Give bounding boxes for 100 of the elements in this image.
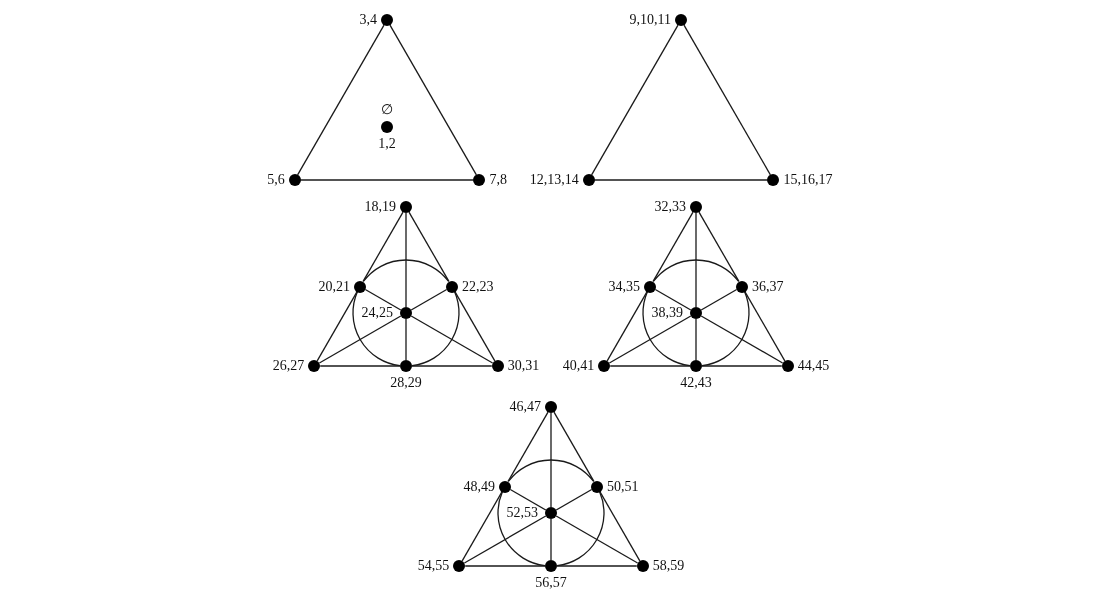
point-label: 50,51: [606, 479, 639, 494]
line-segment: [296, 24, 385, 176]
circle-arc: [411, 291, 460, 367]
point-label: 54,55: [417, 559, 450, 573]
dot-icon: [308, 360, 321, 372]
circle-arc: [556, 491, 605, 567]
line-segment: [553, 411, 595, 482]
dot-icon: [767, 174, 780, 186]
dot-icon: [400, 307, 412, 319]
circle-arc: [701, 291, 750, 367]
dot-icon: [690, 201, 702, 213]
point-label: 15,16,17: [783, 173, 833, 187]
circle-arc: [352, 291, 401, 367]
point-label: 1,2: [378, 137, 396, 151]
dot-icon: [545, 401, 557, 413]
line-segment: [463, 515, 547, 564]
point-label: 24,25: [361, 306, 393, 320]
point-label: ∅: [381, 103, 393, 117]
point-label: 9,10,11: [629, 13, 671, 27]
circle-arc: [497, 491, 546, 567]
point-label: 28,29: [390, 376, 422, 390]
line-segment: [701, 365, 783, 367]
line-segment: [608, 315, 692, 364]
line-segment: [364, 288, 402, 311]
line-segment: [318, 315, 402, 364]
line-segment: [405, 318, 407, 361]
point-label: 58,59: [652, 559, 685, 573]
line-segment: [700, 315, 784, 364]
line-segment: [550, 518, 552, 561]
point-label: 34,35: [608, 279, 641, 294]
line-segment: [408, 211, 450, 282]
line-segment: [555, 515, 639, 564]
dot-icon: [381, 14, 393, 26]
dot-icon: [381, 121, 393, 133]
point-label: 38,39: [651, 306, 683, 320]
circle-arc: [642, 291, 691, 367]
line-segment: [319, 365, 401, 367]
line-segment: [695, 212, 697, 308]
line-segment: [556, 565, 638, 567]
dot-icon: [735, 280, 748, 293]
dot-icon: [690, 360, 702, 372]
line-segment: [464, 565, 546, 567]
dot-icon: [675, 14, 687, 26]
dot-icon: [545, 560, 557, 572]
point-label: 20,21: [318, 279, 351, 294]
dot-icon: [491, 360, 504, 372]
point-label: 3,4: [359, 13, 377, 27]
point-label: 7,8: [489, 173, 507, 187]
point-label: 40,41: [562, 359, 595, 373]
circle-arc: [652, 259, 740, 283]
point-label: 52,53: [506, 506, 538, 520]
line-segment: [744, 291, 786, 362]
line-segment: [299, 179, 475, 181]
circle-arc: [507, 459, 595, 483]
line-segment: [609, 365, 691, 367]
line-segment: [590, 24, 679, 176]
line-segment: [555, 488, 593, 511]
point-label: 48,49: [463, 479, 496, 494]
line-segment: [316, 291, 358, 362]
dot-icon: [781, 360, 794, 372]
line-segment: [593, 179, 769, 181]
line-segment: [461, 491, 503, 562]
dot-icon: [400, 360, 412, 372]
line-segment: [695, 318, 697, 361]
line-segment: [410, 315, 494, 364]
point-label: 36,37: [751, 279, 784, 294]
line-segment: [410, 288, 448, 311]
line-segment: [683, 24, 772, 176]
line-segment: [654, 288, 692, 311]
line-segment: [700, 288, 738, 311]
dot-icon: [499, 480, 512, 493]
dot-icon: [598, 360, 611, 372]
dot-icon: [453, 560, 466, 572]
line-segment: [652, 211, 694, 282]
dot-icon: [445, 280, 458, 293]
point-label: 56,57: [535, 576, 567, 590]
dot-icon: [690, 307, 702, 319]
point-label: 5,6: [267, 173, 285, 187]
dot-icon: [636, 560, 649, 572]
line-segment: [389, 24, 478, 176]
dot-icon: [288, 174, 301, 186]
line-segment: [454, 291, 496, 362]
line-segment: [550, 412, 552, 508]
line-segment: [405, 212, 407, 308]
point-label: 46,47: [509, 400, 541, 414]
line-segment: [599, 491, 641, 562]
dot-icon: [545, 507, 557, 519]
line-segment: [411, 365, 493, 367]
dot-icon: [473, 174, 486, 186]
point-label: 22,23: [461, 279, 494, 294]
point-label: 12,13,14: [529, 173, 579, 187]
point-label: 18,19: [364, 200, 396, 214]
line-segment: [509, 488, 547, 511]
point-label: 30,31: [507, 359, 540, 373]
dot-icon: [582, 174, 595, 186]
point-label: 32,33: [654, 200, 686, 214]
dot-icon: [590, 480, 603, 493]
dot-icon: [400, 201, 412, 213]
line-segment: [698, 211, 740, 282]
point-label: 26,27: [272, 359, 305, 373]
